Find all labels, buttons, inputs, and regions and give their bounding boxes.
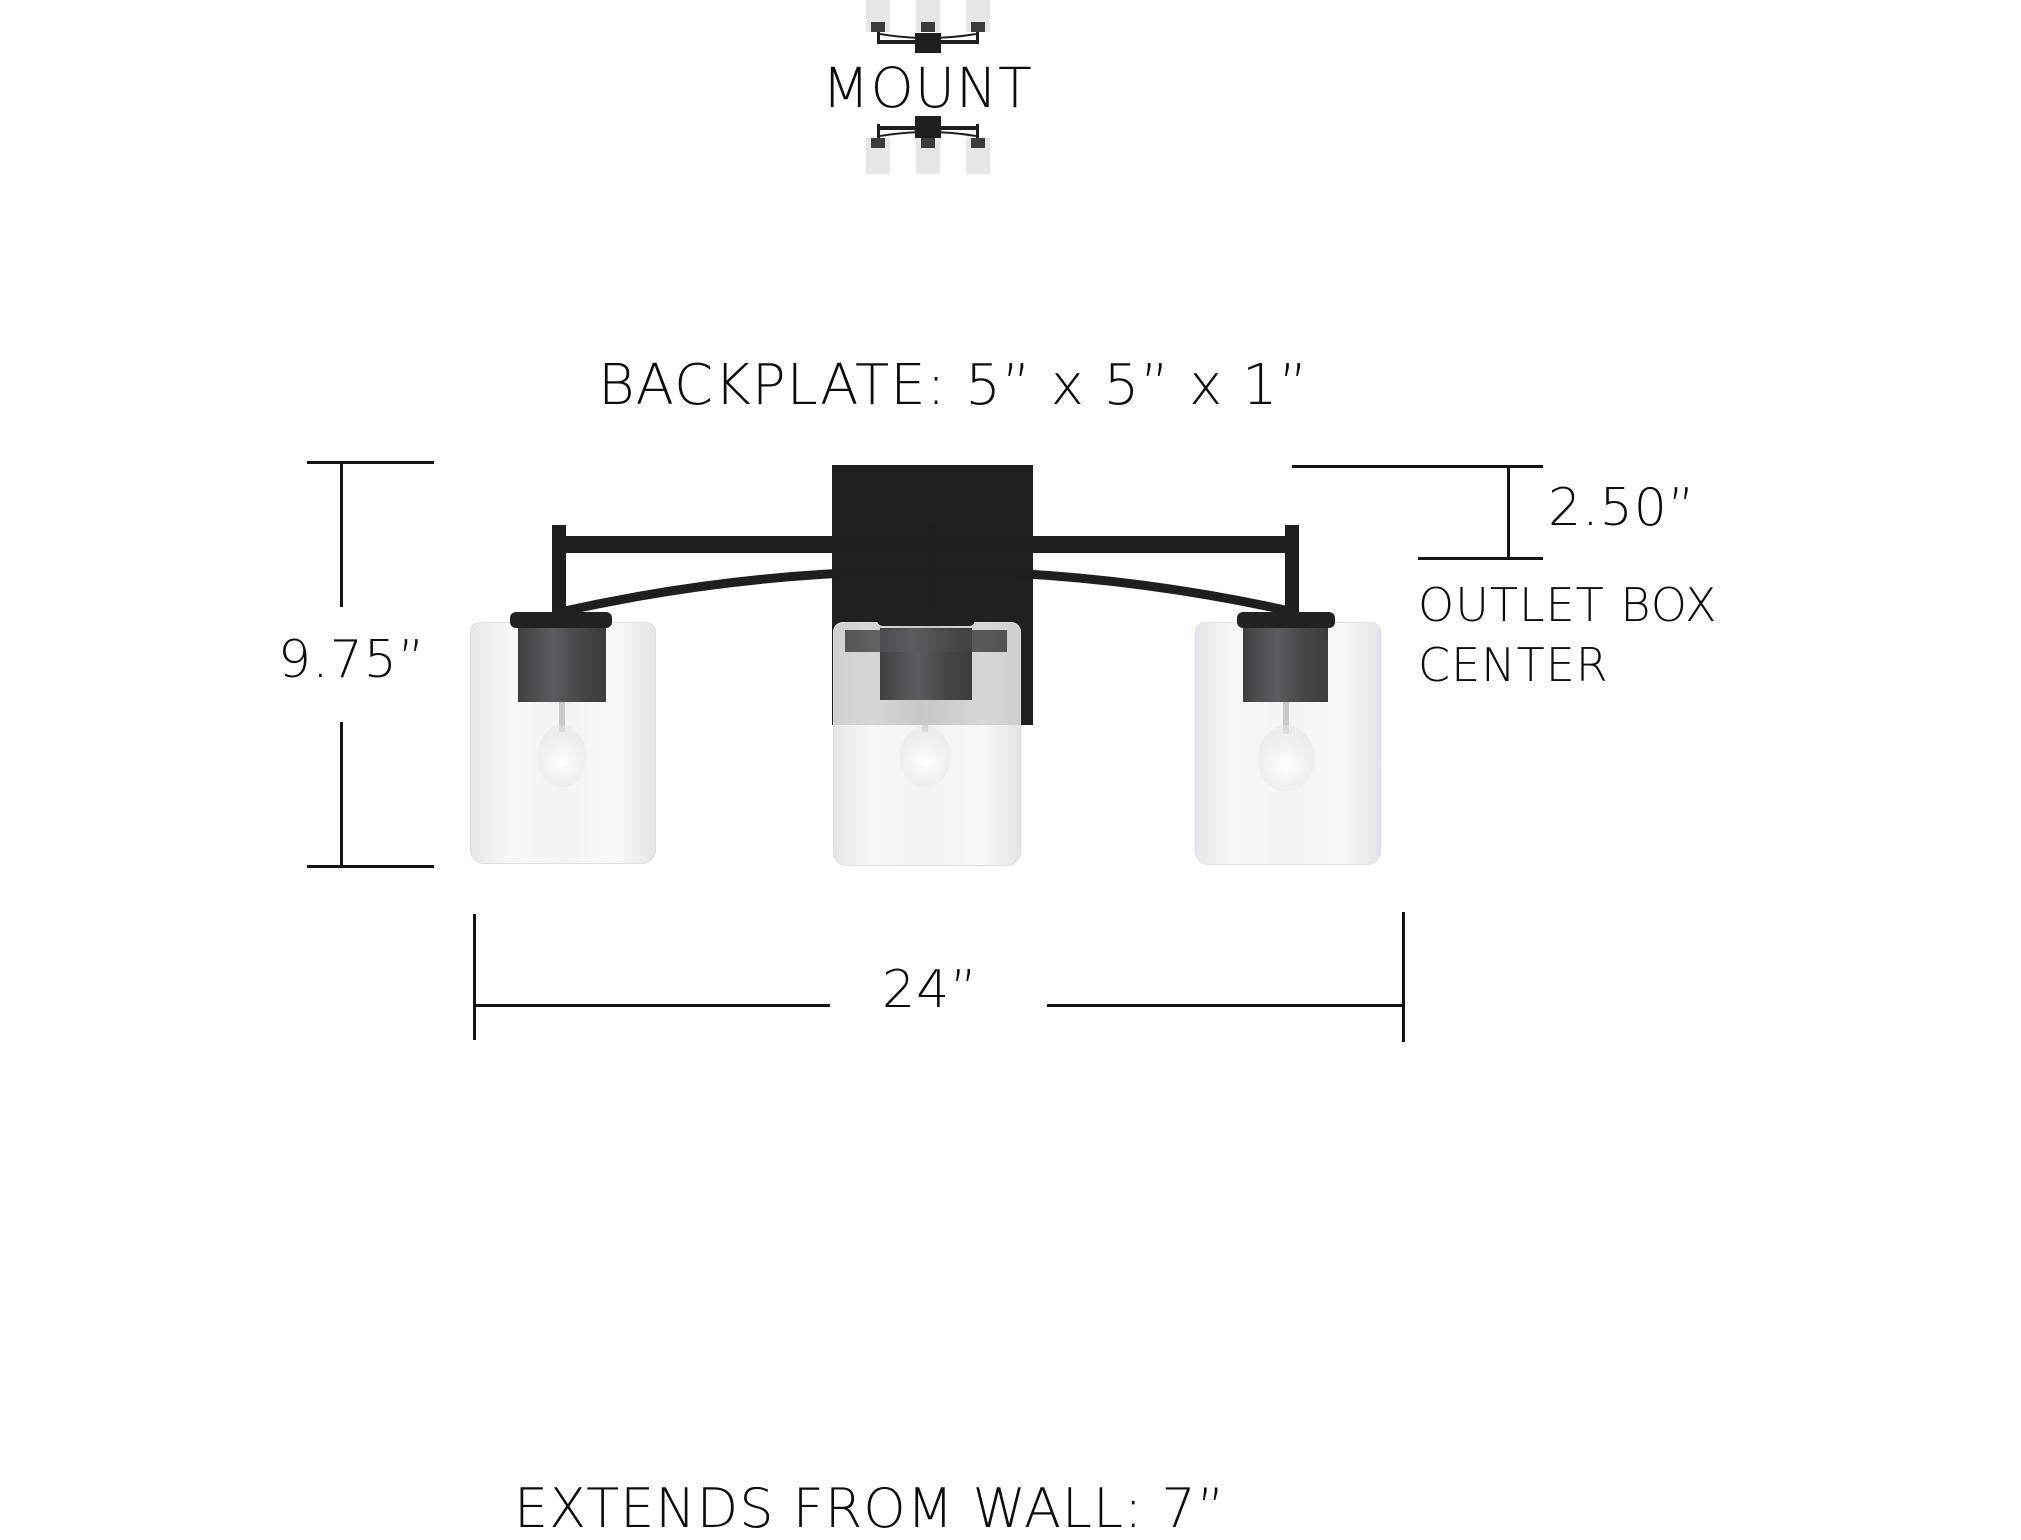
height-dimension-label: 9.75”	[278, 630, 426, 690]
height-dim-bottom-tick	[307, 865, 434, 868]
backplate-label: BACKPLATE: 5” x 5” x 1”	[598, 353, 1309, 418]
height-dim-top-tick	[307, 461, 434, 464]
right-post	[1285, 525, 1299, 615]
right-bulb	[1258, 725, 1314, 791]
center-bulb-stem	[922, 700, 928, 732]
outlet-box-label-line2: CENTER	[1418, 638, 1609, 692]
height-dim-lower-line	[340, 722, 343, 867]
width-dim-right-tick	[1402, 912, 1405, 1042]
fixture-mount-up-icon	[862, 0, 994, 56]
height-dim-upper-line	[340, 462, 343, 607]
vanity-fixture	[470, 465, 1381, 866]
right-cap	[1237, 612, 1335, 628]
center-cap	[877, 608, 975, 626]
left-post	[552, 525, 566, 615]
outlet-dim-top-line	[1292, 465, 1543, 468]
outlet-dim-vertical	[1507, 466, 1510, 558]
right-bulb-stem	[1283, 702, 1289, 734]
mount-label: MOUNT	[822, 56, 1033, 120]
center-bulb	[900, 725, 950, 787]
arch-arm	[559, 566, 1295, 617]
left-bulb-stem	[559, 702, 565, 732]
right-socket	[1243, 628, 1328, 702]
outlet-offset-label: 2.50”	[1548, 478, 1696, 538]
left-bulb	[538, 725, 586, 787]
center-socket-collar	[845, 630, 1007, 652]
left-cap	[510, 612, 612, 628]
outlet-box-label-line1: OUTLET BOX	[1418, 578, 1718, 632]
left-socket	[518, 628, 606, 702]
width-dimension-label: 24”	[882, 960, 979, 1020]
width-dim-right-line	[1047, 1004, 1403, 1007]
outlet-dim-bottom-line	[1418, 557, 1543, 560]
fixture-mount-down-icon	[862, 116, 994, 176]
width-dim-left-tick	[473, 914, 476, 1040]
extends-from-wall-label: EXTENDS FROM WALL: 7”	[514, 1477, 1226, 1540]
width-dim-left-line	[474, 1004, 830, 1007]
